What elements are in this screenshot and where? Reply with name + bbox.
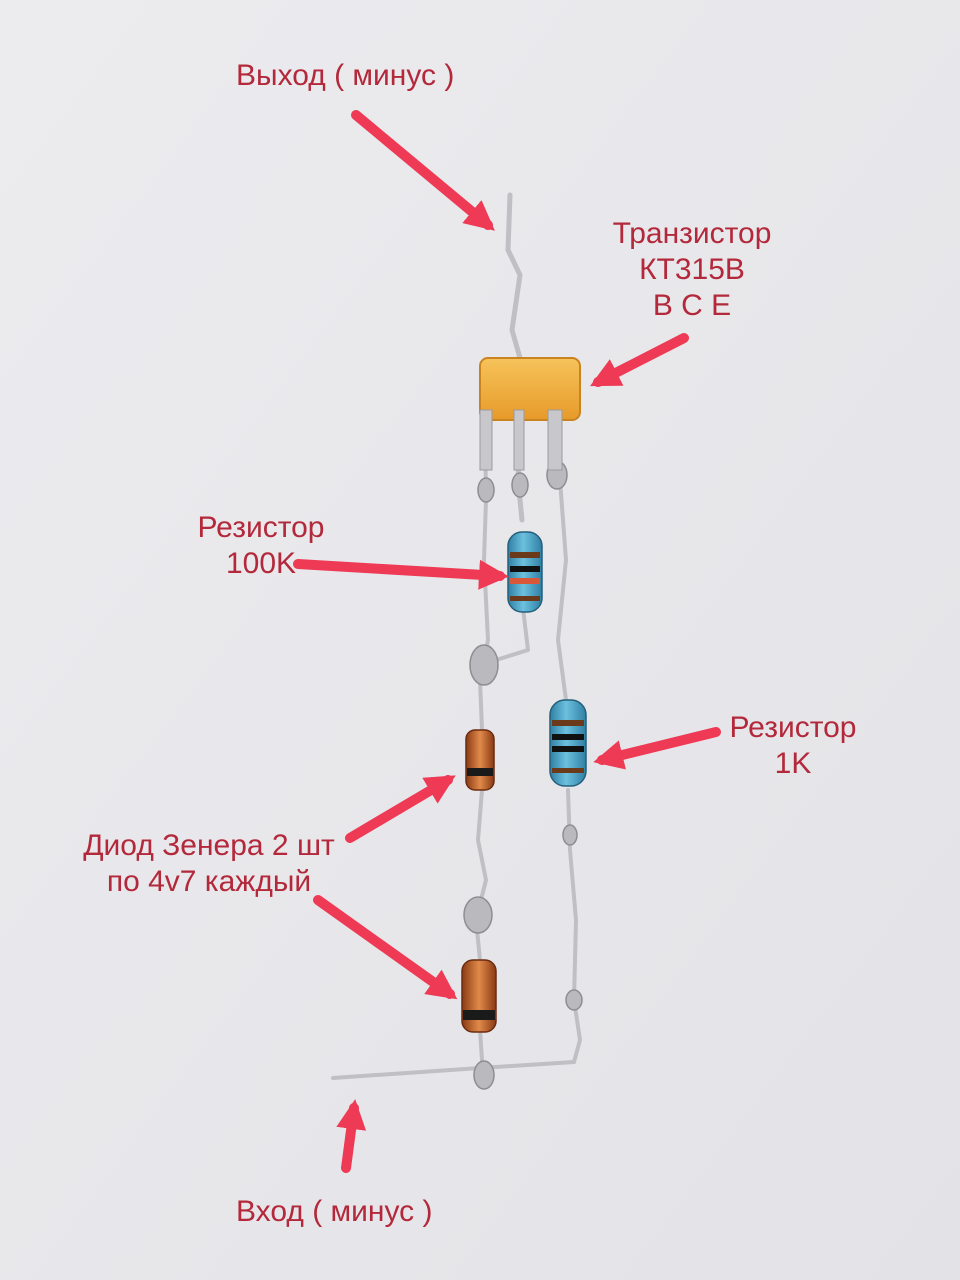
arrow-resistor-1k xyxy=(593,727,721,770)
arrow-resistor-100k xyxy=(293,559,509,590)
label-input: Вход ( минус ) xyxy=(236,1194,432,1230)
label-transistor: Транзистор КТ315В B C E xyxy=(602,216,782,324)
arrow-zener-2 xyxy=(313,895,458,1000)
arrow-output xyxy=(351,110,495,231)
arrow-zener-1 xyxy=(345,775,456,843)
label-resistor-100k-line1: Резистор xyxy=(197,511,325,544)
label-zener: Диод Зенера 2 шт по 4v7 каждый xyxy=(64,828,354,900)
callout-arrows xyxy=(293,110,721,1173)
label-transistor-line3: B C E xyxy=(652,289,732,322)
label-zener-line2: по 4v7 каждый xyxy=(106,865,312,898)
arrow-transistor xyxy=(589,333,689,387)
label-resistor-100k: Резистор 100K xyxy=(186,510,336,582)
arrow-input xyxy=(336,1099,367,1173)
resistor-100k xyxy=(507,531,543,613)
label-output-text: Выход ( минус ) xyxy=(236,59,455,92)
label-transistor-line2: КТ315В xyxy=(639,253,745,286)
label-resistor-1k-line2: 1K xyxy=(774,747,812,780)
zener-diode-2 xyxy=(461,959,497,1033)
transistor-kt315 xyxy=(479,357,581,471)
resistor-1k xyxy=(549,699,587,787)
label-transistor-line1: Транзистор xyxy=(612,217,772,250)
solder-joints xyxy=(463,460,583,1090)
label-output: Выход ( минус ) xyxy=(236,58,454,94)
zener-diode-1 xyxy=(465,729,495,791)
label-resistor-1k-line1: Резистор xyxy=(729,711,857,744)
label-zener-line1: Диод Зенера 2 шт xyxy=(83,829,335,862)
label-resistor-100k-line2: 100K xyxy=(225,547,297,580)
label-input-text: Вход ( минус ) xyxy=(236,1195,433,1228)
label-resistor-1k: Резистор 1K xyxy=(718,710,868,782)
